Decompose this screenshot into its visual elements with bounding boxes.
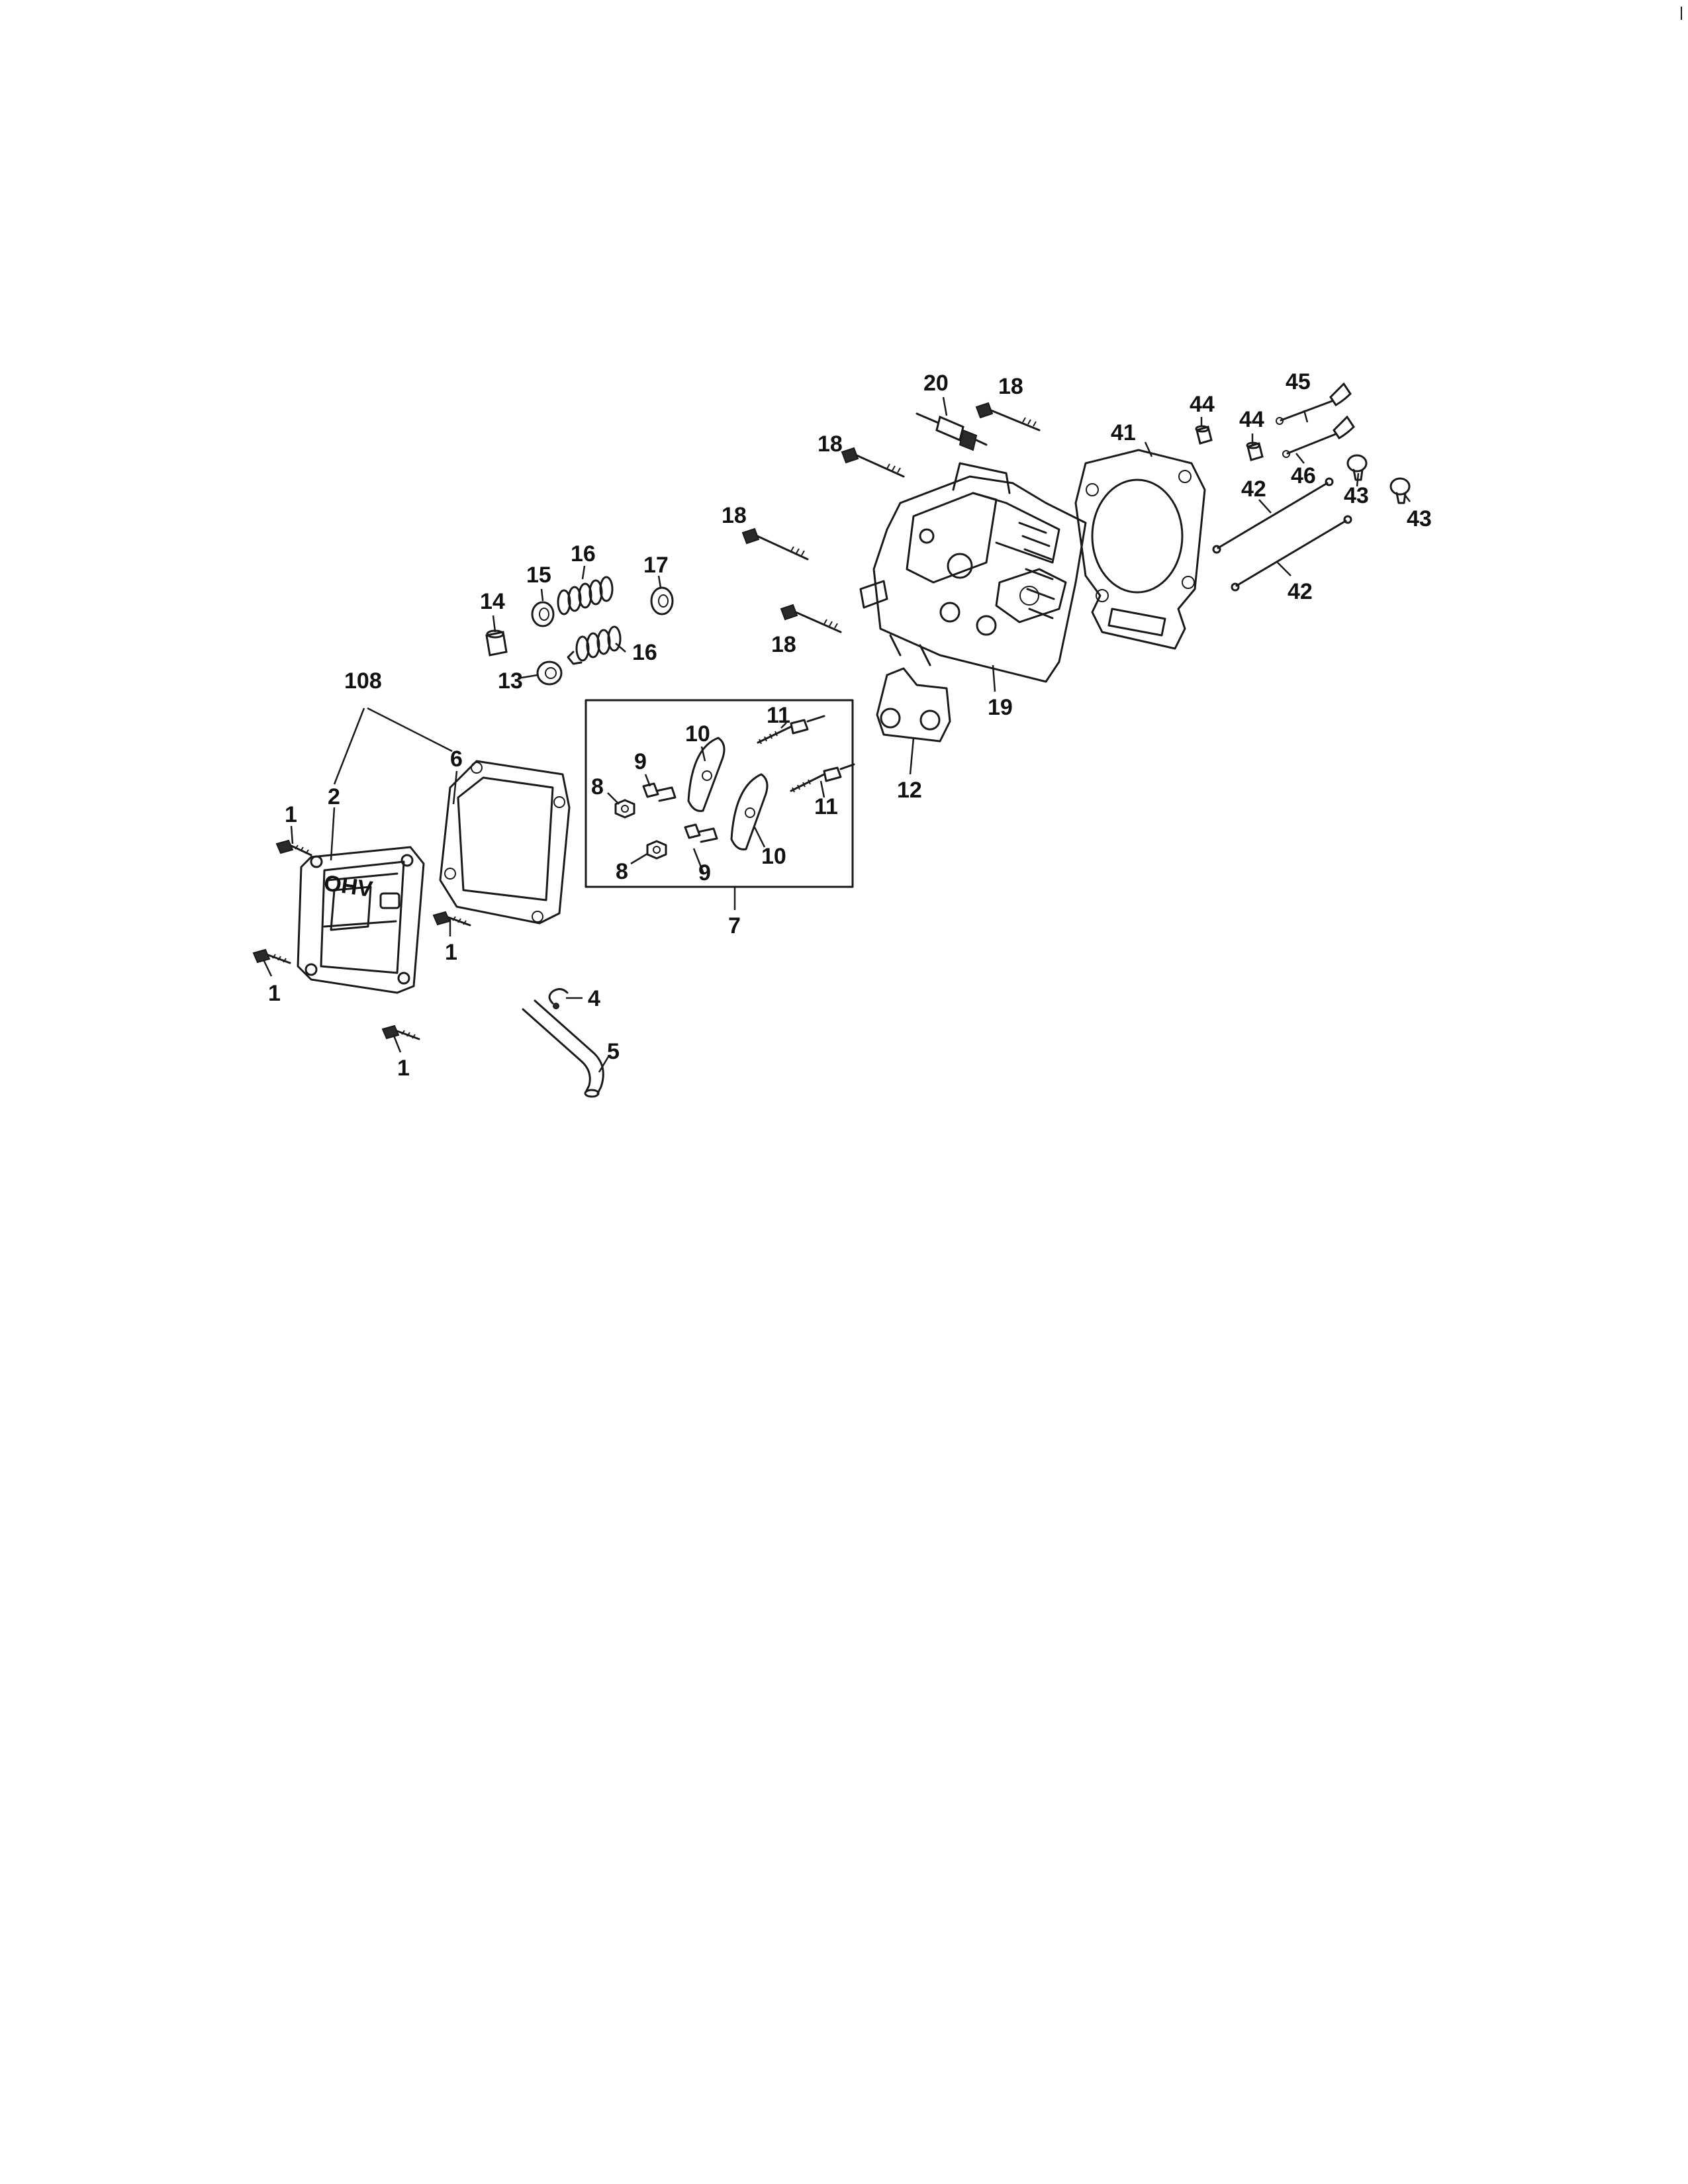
rocker-arm-pivot-lower (684, 823, 718, 843)
rocker-arm-lower (730, 773, 769, 850)
callout-1: 1 (268, 981, 281, 1006)
intake-valve (1276, 382, 1352, 425)
valve-spring-lower (567, 625, 622, 665)
hose-clamp (548, 988, 569, 1009)
rocker-arm-nut-lower (646, 840, 667, 860)
valve-retainer-left (1346, 454, 1368, 481)
callout-2: 2 (328, 784, 340, 809)
rocker-arm-pivot-upper (642, 782, 677, 802)
valve-cap-right (1246, 441, 1264, 461)
breather-tube (522, 999, 604, 1098)
spring-seat-washer-lower (536, 660, 563, 686)
callout-44: 44 (1190, 392, 1215, 417)
leader-lines (262, 396, 1411, 1073)
callout-17: 17 (643, 553, 669, 578)
valve-cover-gasket (439, 760, 571, 925)
rocker-arm-nut-upper (614, 799, 635, 819)
callout-18: 18 (818, 432, 843, 457)
callout-9: 9 (698, 860, 711, 886)
flange-bolt-top-left (275, 839, 312, 856)
callout-12: 12 (897, 778, 922, 803)
callout-16: 16 (632, 640, 657, 665)
callout-4: 4 (588, 986, 600, 1011)
head-bolt-upper-left (841, 447, 905, 478)
rocker-arm-upper (687, 737, 726, 812)
push-rod-upper (1212, 477, 1334, 554)
callout-7: 7 (728, 913, 741, 938)
callout-1: 1 (285, 802, 297, 827)
callout-44: 44 (1239, 407, 1264, 432)
callout-108: 108 (344, 668, 382, 694)
valve-retainer-right (1389, 477, 1411, 504)
callout-42: 42 (1288, 579, 1313, 604)
callout-41: 41 (1111, 420, 1136, 445)
valve-spring-upper (557, 576, 614, 615)
cover-logo-text: OHV (322, 870, 375, 902)
callout-43: 43 (1407, 506, 1432, 531)
callout-42: 42 (1241, 477, 1266, 502)
callout-46: 46 (1291, 463, 1316, 488)
callout-9: 9 (634, 749, 647, 774)
callout-16: 16 (571, 541, 596, 567)
callout-14: 14 (480, 589, 505, 614)
push-rod-lower (1231, 515, 1352, 592)
callout-1: 1 (397, 1056, 410, 1081)
head-bolt-middle-left (741, 527, 809, 561)
head-bolt-lower-left (780, 604, 842, 633)
callout-20: 20 (923, 371, 949, 396)
exhaust-valve (1282, 415, 1355, 458)
callout-45: 45 (1286, 369, 1311, 394)
flange-bolt-left (252, 948, 291, 964)
valve-cover: OHV (297, 846, 425, 994)
callout-5: 5 (607, 1039, 620, 1064)
callout-8: 8 (591, 774, 604, 799)
flange-bolt-bottom (381, 1024, 420, 1040)
callout-labels: 108 2 6 1 1 1 1 4 5 7 8 8 9 9 10 10 11 1… (268, 369, 1432, 1081)
callout-18: 18 (771, 632, 796, 657)
callout-6: 6 (450, 747, 463, 772)
valve-stem-seal (485, 629, 508, 657)
cylinder-head (859, 462, 1087, 683)
rocker-arm-kit-box (585, 699, 854, 888)
callout-19: 19 (988, 695, 1013, 720)
callout-10: 10 (761, 844, 786, 869)
head-bolt-top (975, 402, 1041, 432)
callout-11: 11 (814, 794, 838, 819)
callout-15: 15 (526, 563, 551, 588)
callout-13: 13 (498, 668, 523, 694)
callout-1: 1 (445, 940, 457, 965)
callout-10: 10 (685, 721, 710, 747)
spring-retainer (531, 601, 555, 627)
rocker-stud-upper (757, 715, 825, 745)
spring-seat-washer-upper (650, 586, 674, 615)
intake-gasket (876, 667, 951, 743)
valve-cap-left (1195, 425, 1213, 445)
callout-18: 18 (998, 374, 1023, 399)
spark-plug (915, 412, 988, 451)
flange-bolt-right (432, 911, 471, 927)
callout-43: 43 (1344, 483, 1369, 508)
callout-8: 8 (616, 859, 628, 884)
callout-18: 18 (722, 503, 747, 528)
head-gasket (1074, 449, 1206, 650)
rocker-stud-lower (790, 763, 855, 793)
callout-11: 11 (767, 703, 790, 728)
